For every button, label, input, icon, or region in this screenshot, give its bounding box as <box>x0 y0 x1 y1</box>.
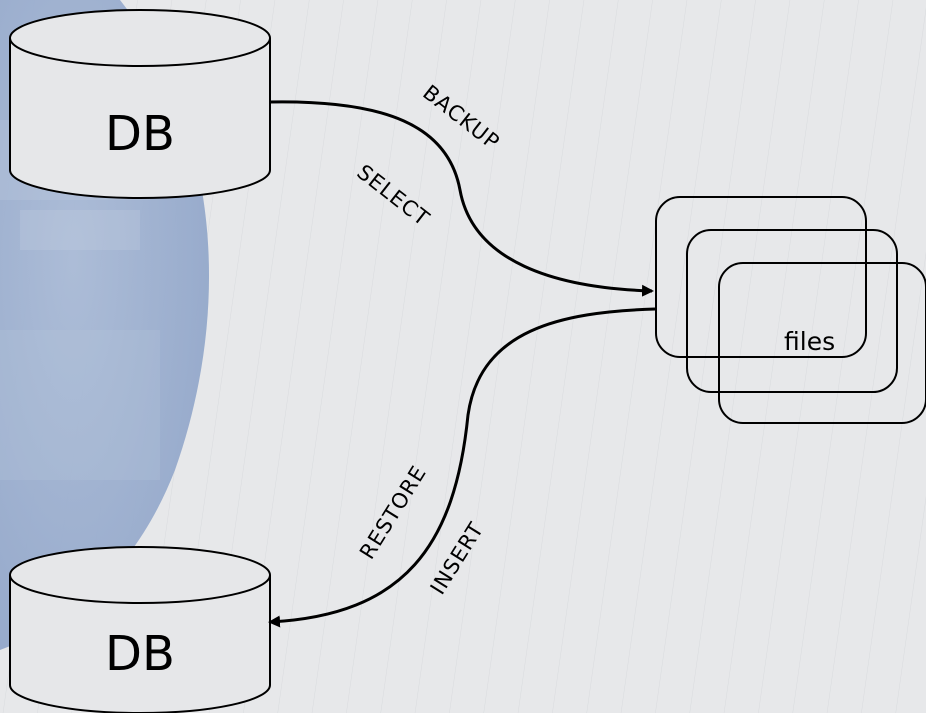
source-db-label: DB <box>105 106 175 162</box>
file-sheet-middle <box>686 229 898 393</box>
source-db-cylinder[interactable]: DB <box>9 9 271 199</box>
restore-insert-arrow <box>268 307 656 628</box>
files-stack[interactable]: files <box>655 196 926 424</box>
file-sheet-back <box>655 196 867 358</box>
source-db-body <box>9 38 271 199</box>
source-db-top <box>9 9 271 67</box>
files-label: files <box>784 327 835 356</box>
target-db-top <box>9 546 271 604</box>
backup-select-arrow <box>269 100 654 297</box>
file-sheet-front <box>718 262 926 424</box>
target-db-cylinder[interactable]: DB <box>9 546 271 713</box>
target-db-label: DB <box>105 626 175 682</box>
